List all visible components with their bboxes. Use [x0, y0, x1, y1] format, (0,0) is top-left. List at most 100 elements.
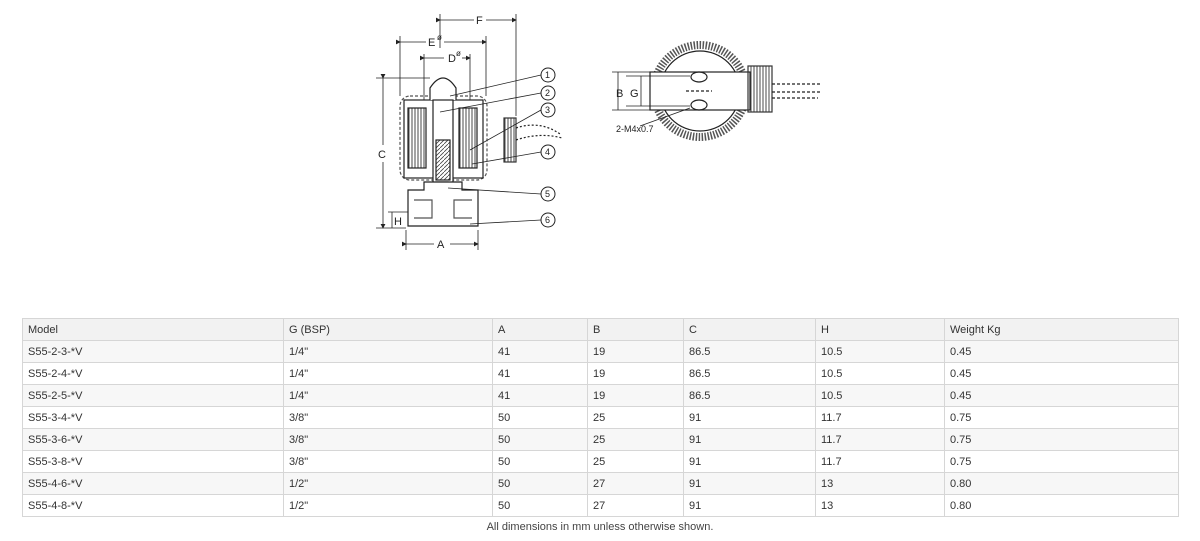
callout-3: 3 [540, 102, 556, 118]
column-header-a: A [492, 318, 588, 341]
table-row: S55-2-5-*V 1/4" 41 19 86.5 10.5 0.45 [22, 384, 1179, 407]
cell-c: 86.5 [683, 340, 816, 363]
cell-a: 41 [492, 384, 588, 407]
cell-g-bsp: 1/4" [283, 362, 493, 385]
dim-label-h: H [394, 216, 402, 228]
cell-a: 41 [492, 340, 588, 363]
table-row: S55-3-8-*V 3/8" 50 25 91 11.7 0.75 [22, 450, 1179, 473]
cell-g-bsp: 3/8" [283, 406, 493, 429]
dim-label-g: G [630, 88, 639, 100]
svg-text:4: 4 [545, 147, 550, 157]
cell-weight: 0.80 [944, 472, 1179, 495]
callout-2: 2 [540, 85, 556, 101]
dim-label-a: A [437, 239, 445, 251]
cell-b: 27 [587, 494, 684, 517]
drawing-svg: F E ø D ø C H A B G 1 2 3 4 5 6 [376, 14, 822, 251]
cell-b: 25 [587, 428, 684, 451]
cell-a: 50 [492, 428, 588, 451]
column-header-h: H [815, 318, 945, 341]
table-row: S55-2-3-*V 1/4" 41 19 86.5 10.5 0.45 [22, 340, 1179, 363]
cell-c: 86.5 [683, 362, 816, 385]
cell-h: 13 [815, 494, 945, 517]
table-row: S55-2-4-*V 1/4" 41 19 86.5 10.5 0.45 [22, 362, 1179, 385]
top-view-dimensions [612, 71, 691, 127]
cell-h: 10.5 [815, 384, 945, 407]
cell-c: 86.5 [683, 384, 816, 407]
cell-b: 19 [587, 362, 684, 385]
cell-a: 50 [492, 406, 588, 429]
cell-g-bsp: 1/4" [283, 384, 493, 407]
cell-model: S55-3-4-*V [22, 406, 284, 429]
column-header-g-bsp: G (BSP) [283, 318, 493, 341]
cell-c: 91 [683, 406, 816, 429]
callouts: 1 2 3 4 5 6 [540, 67, 556, 228]
cell-g-bsp: 1/2" [283, 472, 493, 495]
callout-6: 6 [540, 212, 556, 228]
svg-text:2: 2 [545, 88, 550, 98]
top-view [649, 41, 822, 141]
svg-text:6: 6 [545, 215, 550, 225]
table-row: S55-3-4-*V 3/8" 50 25 91 11.7 0.75 [22, 406, 1179, 429]
cell-h: 11.7 [815, 406, 945, 429]
dim-label-f: F [476, 15, 483, 27]
dim-label-e: E [428, 37, 435, 49]
cell-b: 19 [587, 384, 684, 407]
cell-h: 11.7 [815, 450, 945, 473]
side-view [399, 77, 563, 227]
dim-label-c: C [378, 149, 386, 161]
cell-b: 25 [587, 450, 684, 473]
cell-weight: 0.75 [944, 450, 1179, 473]
column-header-model: Model [22, 318, 284, 341]
cell-weight: 0.45 [944, 362, 1179, 385]
callout-leaders [439, 74, 542, 225]
dim-label-e-sup: ø [437, 33, 442, 42]
callout-5: 5 [540, 186, 556, 202]
cell-g-bsp: 3/8" [283, 428, 493, 451]
dimensions-table: Model G (BSP) A B C H Weight Kg S55-2-3-… [22, 318, 1179, 517]
cell-model: S55-2-3-*V [22, 340, 284, 363]
cell-b: 19 [587, 340, 684, 363]
svg-text:1: 1 [545, 70, 550, 80]
table-row: S55-4-8-*V 1/2" 50 27 91 13 0.80 [22, 494, 1179, 517]
cell-weight: 0.75 [944, 406, 1179, 429]
cell-model: S55-2-5-*V [22, 384, 284, 407]
technical-drawing: F E ø D ø C H A B G 1 2 3 4 5 6 [376, 14, 822, 251]
cell-model: S55-3-8-*V [22, 450, 284, 473]
dim-label-b: B [616, 88, 623, 100]
cell-a: 50 [492, 472, 588, 495]
cell-h: 10.5 [815, 362, 945, 385]
cell-model: S55-2-4-*V [22, 362, 284, 385]
table-row: S55-3-6-*V 3/8" 50 25 91 11.7 0.75 [22, 428, 1179, 451]
dimension-labels: F E ø D ø C H A B G [378, 15, 639, 251]
cell-h: 11.7 [815, 428, 945, 451]
cell-weight: 0.75 [944, 428, 1179, 451]
dim-label-d: D [448, 53, 456, 65]
side-view-dimensions [376, 14, 517, 250]
column-header-c: C [683, 318, 816, 341]
cell-g-bsp: 1/4" [283, 340, 493, 363]
table-header-row: Model G (BSP) A B C H Weight Kg [22, 318, 1179, 341]
cell-weight: 0.45 [944, 340, 1179, 363]
cell-a: 50 [492, 494, 588, 517]
cell-a: 41 [492, 362, 588, 385]
column-header-weight: Weight Kg [944, 318, 1179, 341]
cell-c: 91 [683, 472, 816, 495]
callout-1: 1 [540, 67, 556, 83]
cell-model: S55-4-6-*V [22, 472, 284, 495]
cell-g-bsp: 3/8" [283, 450, 493, 473]
svg-text:3: 3 [545, 105, 550, 115]
cell-h: 10.5 [815, 340, 945, 363]
cell-weight: 0.45 [944, 384, 1179, 407]
cell-model: S55-3-6-*V [22, 428, 284, 451]
cell-c: 91 [683, 428, 816, 451]
cell-h: 13 [815, 472, 945, 495]
cell-a: 50 [492, 450, 588, 473]
table-row: S55-4-6-*V 1/2" 50 27 91 13 0.80 [22, 472, 1179, 495]
dimensions-footnote: All dimensions in mm unless otherwise sh… [486, 521, 714, 533]
dim-label-d-sup: ø [456, 49, 461, 58]
cell-g-bsp: 1/2" [283, 494, 493, 517]
callout-4: 4 [540, 144, 556, 160]
cell-b: 25 [587, 406, 684, 429]
cell-c: 91 [683, 450, 816, 473]
cell-weight: 0.80 [944, 494, 1179, 517]
